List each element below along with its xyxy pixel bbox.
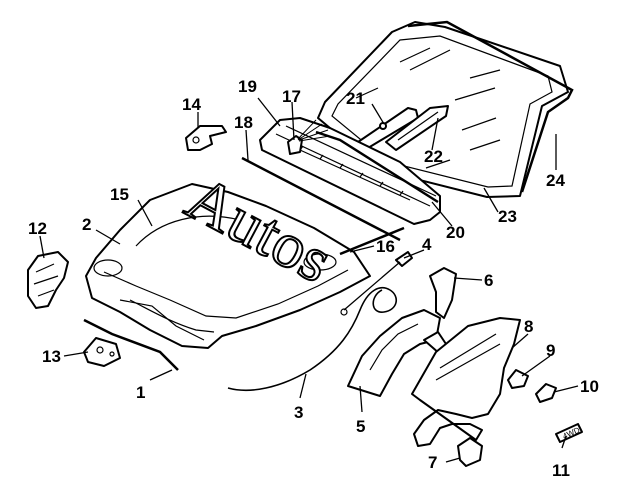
- fender-apron: [347, 309, 441, 397]
- hood-prop-rod: [339, 226, 405, 256]
- callout-5: 5: [356, 417, 365, 436]
- callout-21: 21: [346, 89, 365, 108]
- hood-seal-rear: [241, 156, 401, 242]
- badge-4wd-text: 4WD: [561, 425, 581, 441]
- leader-lines: [39, 97, 579, 463]
- hood-insulator: [27, 251, 69, 309]
- windshield-molding: [407, 20, 574, 193]
- callout-3: 3: [294, 403, 303, 422]
- hood-hinge-bracket: [185, 125, 227, 151]
- callout-1: 1: [136, 383, 145, 402]
- side-marker-clip: [507, 369, 529, 389]
- callout-23: 23: [498, 207, 517, 226]
- hood-front-weatherstrip: [83, 318, 179, 371]
- mud-flap: [457, 437, 483, 467]
- callout-22: 22: [424, 147, 443, 166]
- callout-19: 19: [238, 77, 257, 96]
- callout-4: 4: [422, 235, 432, 254]
- callout-labels: 1 2 3 4 5 6 7 8 9 10 11 12 13 14 15 16 1…: [28, 77, 599, 480]
- hood: [85, 183, 371, 349]
- callout-9: 9: [546, 341, 555, 360]
- hood-latch: [83, 337, 121, 367]
- callout-11: 11: [552, 461, 570, 480]
- callout-10: 10: [580, 377, 599, 396]
- callout-18: 18: [234, 113, 253, 132]
- callout-14: 14: [182, 95, 201, 114]
- callout-16: 16: [376, 237, 395, 256]
- badge-4wd: 4WD: [555, 423, 583, 443]
- callout-6: 6: [484, 271, 493, 290]
- callout-2: 2: [82, 215, 91, 234]
- callout-12: 12: [28, 219, 47, 238]
- callout-24: 24: [546, 171, 565, 190]
- front-fender: [411, 317, 521, 447]
- callout-7: 7: [428, 453, 437, 472]
- hood-release-handle: [340, 251, 413, 316]
- washer-nozzle: [287, 119, 331, 155]
- side-marker-lamp: [535, 383, 557, 403]
- callout-8: 8: [524, 317, 533, 336]
- callout-17: 17: [282, 87, 301, 106]
- wiper-arm-right: [385, 105, 449, 151]
- callout-20: 20: [446, 223, 465, 242]
- callout-15: 15: [110, 185, 129, 204]
- hood-release-cable: [227, 286, 397, 391]
- cowl-seal: [315, 130, 439, 204]
- callout-13: 13: [42, 347, 61, 366]
